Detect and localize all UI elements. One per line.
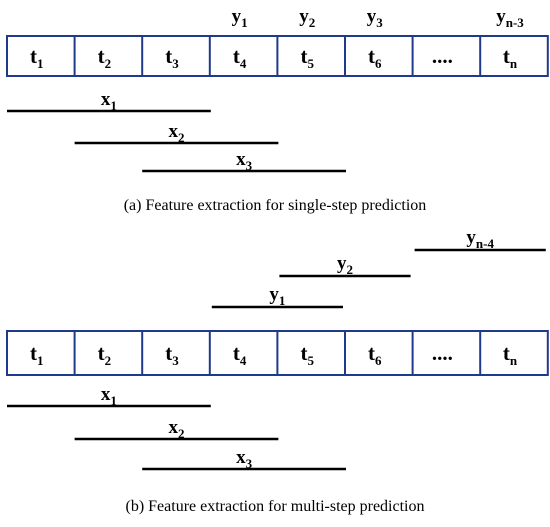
panel-a-window-label-1: x1 xyxy=(101,89,117,113)
panel-b-time-cell-4-subscript: 4 xyxy=(240,353,247,368)
panel-a-target-label-2: y2 xyxy=(299,6,315,30)
panel-b-caption: (b) Feature extraction for multi-step pr… xyxy=(125,498,424,515)
panel-b-target-label-1: yn-4 xyxy=(466,227,494,251)
panel-b-window-label-3-subscript: 3 xyxy=(246,456,253,471)
panel-a-target-label-1-symbol: y xyxy=(232,6,242,27)
panel-a-time-cell-4-subscript: 4 xyxy=(240,56,247,71)
panel-a-time-cell-1: t1 xyxy=(30,44,44,71)
panel-b-time-cell-2-subscript: 2 xyxy=(105,353,112,368)
panel-a-window-label-3-subscript: 3 xyxy=(246,158,253,173)
panel-a-target-label-3: y3 xyxy=(367,6,384,30)
panel-b-time-cell-1-symbol: t xyxy=(30,341,37,365)
panel-b-time-cell-3-symbol: t xyxy=(165,341,172,365)
panel-b-time-cell-3: t3 xyxy=(165,341,179,368)
panel-a-time-cell-1-subscript: 1 xyxy=(37,56,44,71)
panel-b-time-cell-2-symbol: t xyxy=(98,341,105,365)
panel-b-target-label-3: y1 xyxy=(269,284,285,308)
panel-a-time-cell-2-subscript: 2 xyxy=(105,56,112,71)
panel-b-target-label-1-subscript: n-4 xyxy=(476,236,495,251)
panel-a-window-label-1-symbol: x xyxy=(101,89,111,110)
panel-a-target-label-4-subscript: n-3 xyxy=(506,15,525,30)
panel-b-time-cell-8-subscript: n xyxy=(510,353,518,368)
panel-a-window-label-2-subscript: 2 xyxy=(178,130,185,145)
panel-a-time-cell-3-symbol: t xyxy=(165,44,172,68)
panel-b-window-label-1: x1 xyxy=(101,384,117,408)
panel-b-time-cell-6-symbol: t xyxy=(368,341,375,365)
panel-a-time-cell-2: t2 xyxy=(98,44,112,71)
panel-b-target-label-3-subscript: 1 xyxy=(279,293,286,308)
panel-a-target-label-2-subscript: 2 xyxy=(309,15,316,30)
panel-a-window-label-3: x3 xyxy=(236,149,253,173)
panel-a-caption: (a) Feature extraction for single-step p… xyxy=(124,197,427,214)
panel-a-time-cell-6: t6 xyxy=(368,44,382,71)
panel-a-time-cell-5: t5 xyxy=(300,44,314,71)
panel-b-time-cell-7: .... xyxy=(432,341,453,365)
panel-a-time-cell-5-symbol: t xyxy=(300,44,307,68)
panel-a-time-cell-8-symbol: t xyxy=(503,44,510,68)
panel-a-target-label-1: y1 xyxy=(232,6,248,30)
panel-a-target-label-4: yn-3 xyxy=(496,6,524,30)
panel-a-time-cell-7: .... xyxy=(432,44,453,68)
panel-a-time-cell-1-symbol: t xyxy=(30,44,37,68)
panel-b-time-cell-1: t1 xyxy=(30,341,44,368)
panel-b-time-cell-8: tn xyxy=(503,341,518,368)
panel-b-time-cell-5-subscript: 5 xyxy=(307,353,314,368)
panel-b-time-cell-3-subscript: 3 xyxy=(172,353,179,368)
panel-a-target-label-3-symbol: y xyxy=(367,6,377,27)
panel-b-window-label-2-symbol: x xyxy=(169,417,179,438)
panel-b-time-cell-5-symbol: t xyxy=(300,341,307,365)
panel-b-window-label-2: x2 xyxy=(169,417,185,441)
panel-b-window-label-1-subscript: 1 xyxy=(110,393,117,408)
panel-b-target-label-2: y2 xyxy=(337,253,353,277)
panel-b-target-label-2-symbol: y xyxy=(337,253,347,274)
panel-a-target-label-1-subscript: 1 xyxy=(241,15,248,30)
panel-a-window-label-1-subscript: 1 xyxy=(110,98,117,113)
panel-a-time-cell-8: tn xyxy=(503,44,518,71)
panel-b-target-label-1-symbol: y xyxy=(466,227,476,248)
panel-b-time-cell-7-symbol: .... xyxy=(432,341,453,365)
panel-a-target-label-2-symbol: y xyxy=(299,6,309,27)
panel-b-time-cell-1-subscript: 1 xyxy=(37,353,44,368)
panel-a-time-cell-5-subscript: 5 xyxy=(307,56,314,71)
panel-a-window-label-2-symbol: x xyxy=(169,121,179,142)
panel-a-target-label-3-subscript: 3 xyxy=(376,15,383,30)
panel-b-time-cell-4: t4 xyxy=(233,341,247,368)
panel-a-time-cell-7-symbol: .... xyxy=(432,44,453,68)
panel-b-time-cell-4-symbol: t xyxy=(233,341,240,365)
panel-b-window-label-3: x3 xyxy=(236,447,253,471)
panel-a-time-cell-3: t3 xyxy=(165,44,179,71)
panel-b-window-label-1-symbol: x xyxy=(101,384,111,405)
panel-b-time-cell-5: t5 xyxy=(300,341,314,368)
panel-a-window-label-3-symbol: x xyxy=(236,149,246,170)
panel-b-target-label-3-symbol: y xyxy=(269,284,279,305)
panel-a-window-label-2: x2 xyxy=(169,121,185,145)
panel-a-time-cell-4: t4 xyxy=(233,44,247,71)
panel-a-target-label-4-symbol: y xyxy=(496,6,506,27)
panel-b-window-label-3-symbol: x xyxy=(236,447,246,468)
panel-a-time-cell-3-subscript: 3 xyxy=(172,56,179,71)
panel-b-time-cell-2: t2 xyxy=(98,341,112,368)
panel-b-time-cell-6: t6 xyxy=(368,341,382,368)
panel-a-time-cell-6-symbol: t xyxy=(368,44,375,68)
panel-b-target-label-2-subscript: 2 xyxy=(347,262,354,277)
panel-b-time-cell-8-symbol: t xyxy=(503,341,510,365)
panel-b-window-label-2-subscript: 2 xyxy=(178,426,185,441)
panel-b-time-cell-6-subscript: 6 xyxy=(375,353,382,368)
panel-a-time-cell-2-symbol: t xyxy=(98,44,105,68)
panel-a-time-cell-4-symbol: t xyxy=(233,44,240,68)
panel-a-time-cell-8-subscript: n xyxy=(510,56,518,71)
panel-a-time-cell-6-subscript: 6 xyxy=(375,56,382,71)
